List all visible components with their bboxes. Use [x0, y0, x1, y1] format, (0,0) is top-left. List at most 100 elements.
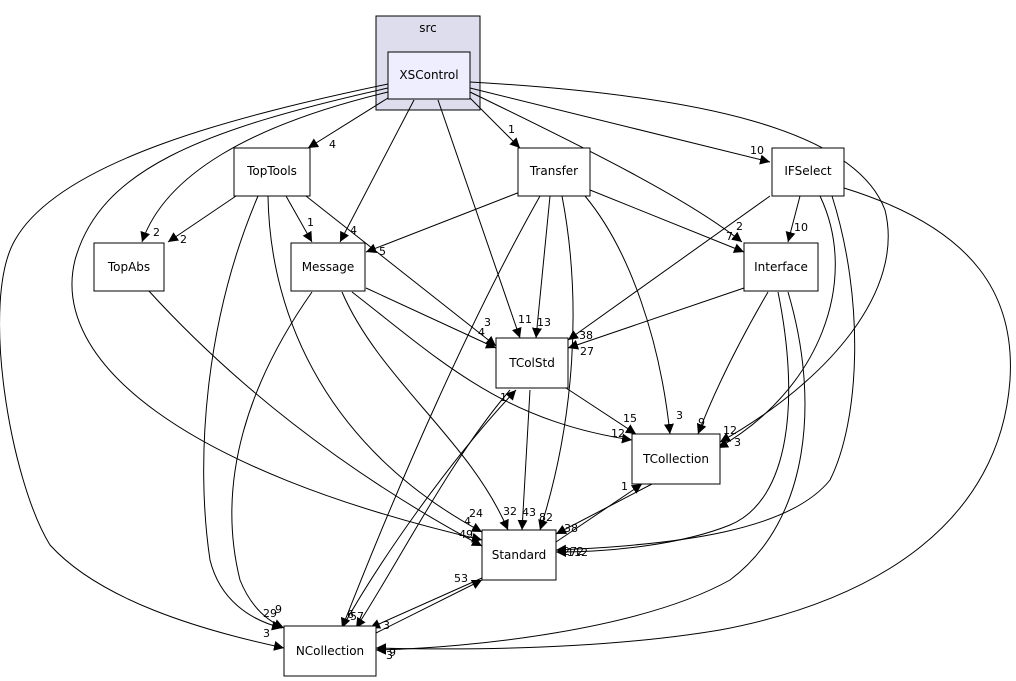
edge-label[interactable]: 32 — [503, 505, 517, 518]
edge-ifselect-tcollection[interactable] — [717, 195, 836, 449]
edge-label[interactable]: 1 — [500, 391, 507, 404]
edge-ifselect-standard[interactable] — [555, 195, 856, 555]
edge-label[interactable]: 3 — [676, 409, 683, 422]
edge-interface-tcollection[interactable] — [696, 291, 769, 435]
edge-interface-tcolstd[interactable] — [567, 287, 745, 350]
node-tcollection[interactable]: TCollection — [631, 433, 721, 485]
edge-label[interactable]: 11 — [518, 313, 532, 326]
edge-label[interactable]: 53 — [454, 572, 468, 585]
node-interface[interactable]: Interface — [743, 242, 819, 292]
edge-toptools-ncollection[interactable] — [203, 195, 283, 631]
node-ifselect[interactable]: IFSelect — [771, 147, 845, 197]
edge-label[interactable]: 2 — [736, 220, 743, 233]
edge-topabs-standard[interactable] — [147, 289, 483, 547]
edge-label[interactable]: 2 — [180, 233, 187, 246]
edge-xscontrol-topabs[interactable] — [140, 91, 389, 243]
edge-toptools-tcolstd[interactable] — [305, 195, 497, 347]
edge-label[interactable]: 112 — [567, 546, 588, 559]
edge-label[interactable]: 4 — [464, 515, 471, 528]
edge-label[interactable]: 6 — [347, 608, 354, 621]
edge-label[interactable]: 38 — [564, 522, 578, 535]
node-ncollection[interactable]: NCollection — [283, 625, 377, 677]
edge-label[interactable]: 9 — [698, 416, 705, 429]
edge-label[interactable]: 3 — [263, 627, 270, 640]
node-message[interactable]: Message — [290, 242, 366, 292]
edge-label[interactable]: 7 — [726, 230, 733, 243]
edge-tcolstd-ncollection[interactable] — [355, 389, 511, 629]
edge-standard-tcollection[interactable] — [555, 483, 643, 543]
edge-tcolstd-tcollection[interactable] — [565, 387, 637, 435]
edge-label[interactable]: 29 — [263, 607, 277, 620]
node-toptools[interactable]: TopTools — [233, 147, 311, 197]
node-label: TColStd — [508, 356, 555, 370]
edge-xscontrol-message[interactable] — [339, 99, 415, 243]
edge-xscontrol-toptools[interactable] — [307, 97, 389, 149]
edge-toptools-standard[interactable] — [267, 195, 483, 533]
edge-xscontrol-standard[interactable] — [71, 87, 483, 543]
edge-label[interactable]: 82 — [539, 511, 553, 524]
edge-interface-ncollection[interactable] — [375, 291, 806, 655]
edge-transfer-message[interactable] — [365, 191, 521, 254]
edge-transfer-tcollection[interactable] — [584, 195, 674, 435]
edge-label[interactable]: 27 — [580, 345, 594, 358]
edge-xscontrol-ifselect[interactable] — [469, 87, 771, 165]
edge-ifselect-tcolstd[interactable] — [567, 195, 771, 341]
edge-label[interactable]: 4 — [329, 138, 336, 151]
edge-toptools-topabs[interactable] — [167, 195, 237, 243]
edge-label[interactable]: 3 — [386, 649, 393, 662]
edge-message-standard[interactable] — [341, 291, 509, 531]
edge-xscontrol-tcollection[interactable] — [469, 81, 889, 443]
edge-labels: 4 1 10 2 4 11 2 3 49 3 2 1 3 24 29 5 7 1… — [153, 123, 808, 662]
edge-message-tcollection[interactable] — [351, 291, 633, 444]
edge-label[interactable]: 3 — [734, 436, 741, 449]
edge-transfer-interface[interactable] — [589, 189, 745, 253]
edge-label[interactable]: 57 — [350, 610, 364, 623]
edge-label[interactable]: 49 — [459, 528, 473, 541]
edge-label[interactable]: 1 — [508, 123, 515, 136]
node-label: Standard — [492, 548, 547, 562]
node-standard[interactable]: Standard — [481, 529, 557, 581]
edge-transfer-tcolstd[interactable] — [532, 195, 551, 339]
edge-transfer-ncollection[interactable] — [340, 195, 541, 629]
node-xscontrol[interactable]: XSControl — [387, 51, 471, 100]
edge-label[interactable]: 9 — [275, 603, 282, 616]
edge-ncollection-standard[interactable] — [373, 579, 483, 635]
edge-ifselect-ncollection[interactable] — [375, 187, 1011, 654]
edge-label[interactable]: 4 — [478, 326, 485, 339]
edge-label[interactable]: 13 — [537, 316, 551, 329]
edge-ifselect-interface[interactable] — [785, 195, 801, 243]
node-topabs[interactable]: TopAbs — [93, 242, 165, 292]
edge-standard-ncollection[interactable] — [369, 577, 483, 629]
edge-label[interactable]: 3 — [383, 619, 390, 632]
edge-xscontrol-ncollection[interactable] — [0, 83, 389, 651]
node-transfer[interactable]: Transfer — [517, 147, 591, 197]
edge-label[interactable]: 5 — [379, 245, 386, 258]
edge-label[interactable]: 3 — [484, 316, 491, 329]
edge-label[interactable]: 4 — [350, 224, 357, 237]
edge-label[interactable]: 12 — [611, 427, 625, 440]
edge-label[interactable]: 38 — [579, 329, 593, 342]
edge-label[interactable]: 12 — [723, 424, 737, 437]
edge-label[interactable]: 10 — [794, 221, 808, 234]
edge-xscontrol-interface[interactable] — [469, 91, 743, 243]
node-tcolstd[interactable]: TColStd — [495, 337, 569, 389]
edge-transfer-standard[interactable] — [538, 195, 574, 531]
edge-label[interactable]: 2 — [153, 226, 160, 239]
edge-label[interactable]: 1 — [621, 480, 628, 493]
edge-label[interactable]: 9 — [389, 646, 396, 659]
edge-label[interactable]: 43 — [522, 506, 536, 519]
edge-ncollection-tcolstd[interactable] — [341, 389, 517, 629]
edge-tcolstd-standard[interactable] — [517, 389, 531, 531]
node-label: TopTools — [246, 164, 297, 178]
edge-label[interactable]: 15 — [623, 412, 637, 425]
edge-xscontrol-transfer[interactable] — [469, 97, 521, 149]
edge-interface-standard[interactable] — [555, 291, 790, 557]
edge-label[interactable]: 272 — [563, 545, 584, 558]
edge-label[interactable]: 24 — [469, 507, 483, 520]
edge-message-tcolstd[interactable] — [365, 287, 497, 349]
edge-message-ncollection[interactable] — [231, 291, 313, 629]
edge-label[interactable]: 1 — [307, 216, 314, 229]
edge-toptools-message[interactable] — [285, 195, 313, 243]
edge-label[interactable]: 10 — [750, 144, 764, 157]
edge-xscontrol-tcolstd[interactable] — [437, 99, 522, 339]
